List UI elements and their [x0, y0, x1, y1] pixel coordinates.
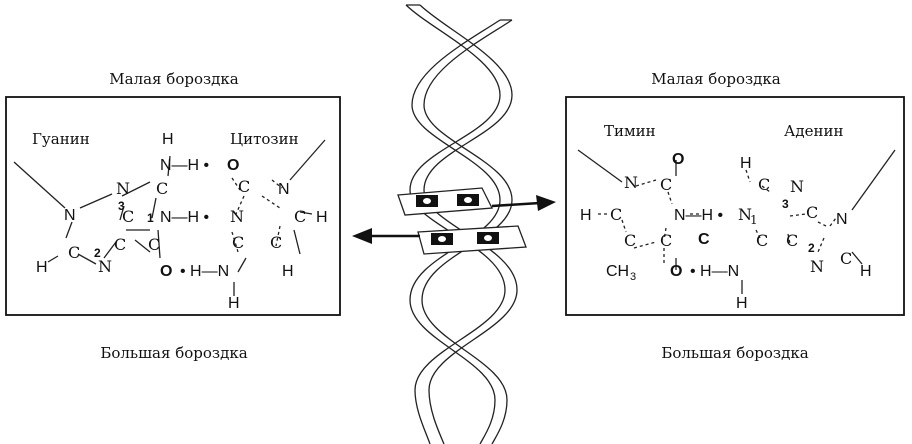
atom-h-adenine-top: H — [740, 155, 752, 172]
arrow-to-right-panel — [491, 195, 556, 211]
atom-c-adenine-5: C — [806, 203, 818, 222]
atom-n-thymine-1: N — [624, 173, 638, 192]
atom-o-guanine-bottom: O — [160, 263, 172, 280]
atom-c-guanine-8: C — [68, 243, 80, 262]
atom-h-cytosine-bottom-right: H — [282, 263, 294, 280]
atom-n1-adenine: N — [738, 205, 752, 224]
ring-number-3-right: 3 — [782, 197, 789, 211]
ring-number-3: 3 — [118, 199, 125, 213]
atom-n-guanine-7: N — [116, 179, 130, 198]
atom-c-adenine-8: C — [758, 175, 770, 194]
atom-h-right-bottom: H — [736, 295, 748, 312]
hbond-right-bottom: • H—N — [690, 263, 739, 280]
cytosine-label: Цитозин — [230, 130, 299, 148]
right-panel: Малая бороздка Большая бороздка Тимин Ад… — [565, 70, 905, 362]
atom-n-cytosine-3: N — [278, 181, 290, 198]
atom-c-thymine-bold: C — [698, 231, 710, 248]
hbond-bottom: • H—N — [180, 263, 229, 280]
atom-o-thymine-top: O — [672, 151, 684, 168]
right-minor-groove-label: Малая бороздка — [651, 70, 780, 88]
atom-c-guanine-6: C — [114, 235, 126, 254]
atom-n1-subscript: 1 — [750, 213, 758, 227]
atom-n-cytosine-mid: N — [230, 207, 244, 226]
left-major-groove-label: Большая бороздка — [100, 344, 247, 362]
atom-c-adenine-6: C — [756, 231, 768, 250]
dna-double-helix — [397, 4, 527, 444]
atom-c-guanine-4: C — [122, 207, 134, 226]
guanine-label: Гуанин — [32, 130, 90, 148]
atom-h-guanine-left: H — [36, 259, 48, 276]
atom-o-cytosine-top: O — [227, 157, 239, 174]
left-panel-frame — [5, 96, 341, 316]
atom-ch3-subscript: 3 — [630, 271, 636, 283]
atom-c-adenine-4: C — [786, 231, 798, 250]
ring-number-2-right: 2 — [808, 241, 815, 255]
atom-h-thymine-left: H — [580, 207, 592, 224]
atom-c-cytosine-5: C — [270, 233, 282, 252]
atom-c-thymine-4: C — [660, 231, 672, 250]
atom-n-guanine-9: N — [64, 207, 76, 224]
hbond-middle: N—H • — [160, 209, 209, 226]
atom-n-adenine-7: N — [790, 177, 804, 196]
atom-o-thymine-bottom: O — [670, 263, 682, 280]
atom-c-thymine-6: C — [610, 205, 622, 224]
atom-c-guanine-2: C — [148, 235, 160, 254]
atom-h-cytosine-right: H — [316, 209, 328, 226]
atom-c-thymine-5: C — [624, 231, 636, 250]
hbond-right-top: N—H • — [674, 207, 723, 224]
ring-number-2: 2 — [94, 246, 101, 260]
atom-c-cytosine-4: C — [232, 233, 244, 252]
arrow-to-left-panel — [352, 228, 420, 244]
left-minor-groove-label: Малая бороздка — [109, 70, 238, 88]
atom-h-bottom: H — [228, 295, 240, 312]
thymine-label: Тимин — [604, 122, 656, 140]
atom-n-guanine-3: N — [98, 257, 112, 276]
atom-h-top: H — [162, 131, 174, 148]
right-panel-frame — [565, 96, 905, 316]
atom-c-thymine-2: C — [660, 175, 672, 194]
atom-n-adenine-9: N — [836, 211, 848, 228]
left-panel: Малая бороздка Большая бороздка Гуанин Ц… — [5, 70, 341, 362]
right-major-groove-label: Большая бороздка — [661, 344, 808, 362]
atom-c-guanine-5: C — [156, 179, 168, 198]
atom-h-adenine-right: H — [860, 263, 872, 280]
atom-n-adenine-3: N — [810, 257, 824, 276]
hbond-top: N—H • — [160, 157, 209, 174]
ring-number-1: 1 — [147, 211, 154, 225]
atom-c-cytosine-6: C — [294, 207, 306, 226]
atom-c-adenine-2: C — [840, 249, 852, 268]
atom-ch3-methyl: CH — [606, 263, 629, 280]
atom-c-cytosine-2: C — [238, 177, 250, 196]
adenine-label: Аденин — [784, 122, 843, 140]
